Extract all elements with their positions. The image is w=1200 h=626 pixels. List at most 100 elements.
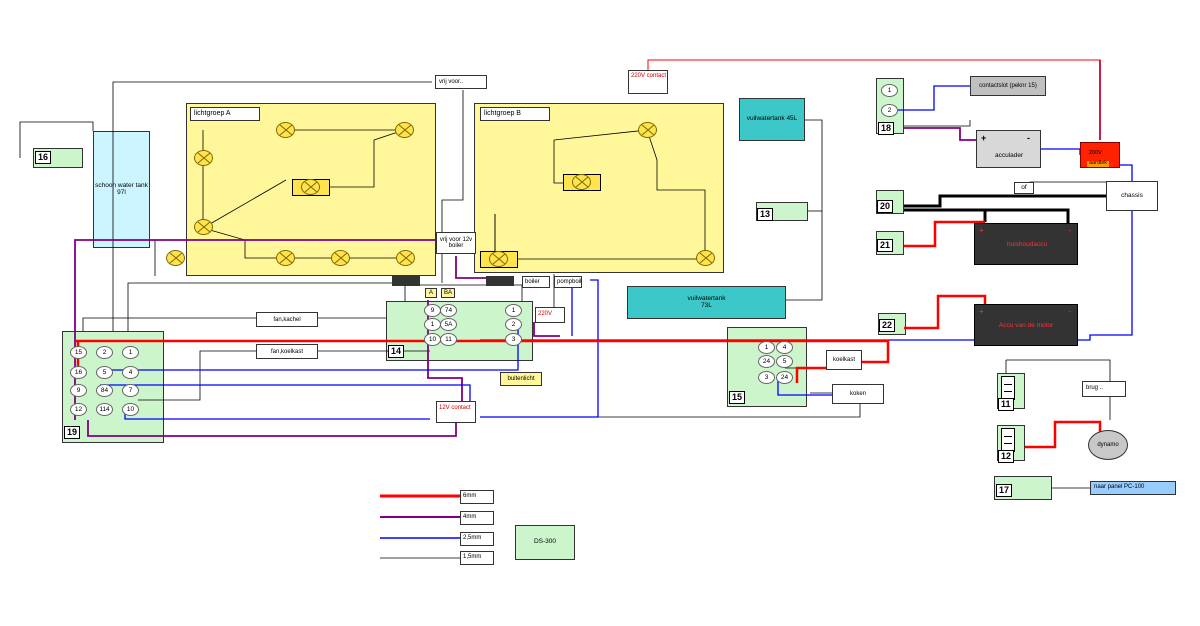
breaker-12-icon: [1001, 428, 1015, 452]
lamp-icon: [301, 179, 320, 195]
pin-14-d: 5A: [440, 318, 457, 331]
lamp-icon: [331, 250, 350, 266]
house-battery-plus: +: [979, 226, 984, 235]
pin-18-a: 1: [881, 84, 898, 97]
clean-water-tank: schoon water tank 97l: [93, 131, 150, 248]
fridge-label: koelkast: [826, 350, 862, 370]
wire: [480, 392, 861, 418]
pin-19-e: 5: [96, 366, 113, 379]
contact-220-top: 220V contact: [628, 70, 668, 94]
group-b-label: lichtgroep B: [480, 107, 550, 121]
group-a-label: lichtgroep A: [190, 107, 260, 121]
pin-15-b: 4: [776, 341, 793, 354]
free-front-label: vrij voor..: [435, 75, 487, 89]
pin-19-d: 16: [70, 366, 87, 379]
wire: [100, 384, 471, 405]
lamp-icon: [276, 250, 295, 266]
number-16: 16: [35, 151, 52, 164]
number-13: 13: [757, 208, 774, 221]
fuse-top-label: 200V: [1089, 150, 1102, 156]
pin-14-a: 9: [424, 304, 441, 317]
lamp-icon: [276, 122, 295, 138]
pin-19-h: 84: [96, 384, 113, 397]
wire: [82, 317, 256, 331]
wires-6mm: [76, 220, 1102, 449]
cooking-label: koken: [832, 384, 884, 404]
wire: [904, 220, 985, 248]
pin-19-f: 4: [122, 366, 139, 379]
contact-220-label: 220V: [535, 307, 565, 323]
contact-12v-label: 12V contact: [436, 401, 476, 423]
waste-tank-73-volume: 73L: [701, 301, 712, 309]
wire: [1040, 148, 1081, 155]
engine-battery-minus: -: [1068, 307, 1071, 316]
connector-a: [392, 276, 420, 286]
number-21: 21: [877, 239, 894, 252]
fan-fridge-label: fan,koelkast: [256, 344, 318, 359]
pin-14-f: 11: [440, 333, 457, 346]
wire: [1025, 181, 1111, 196]
number-18: 18: [878, 122, 895, 135]
house-battery-minus: -: [1068, 226, 1071, 235]
wire: [646, 129, 706, 259]
wire: [777, 378, 832, 396]
pin-19-l: 10: [122, 403, 139, 416]
wire: [74, 239, 436, 420]
lamp-icon: [638, 122, 657, 138]
pin-14b-b: 2: [505, 318, 522, 331]
wire: [904, 208, 1070, 226]
label-a: A: [425, 288, 437, 298]
wire: [112, 81, 432, 331]
engine-battery-label: Accu van de motor: [999, 322, 1054, 329]
pin-19-g: 9: [70, 384, 87, 397]
label-ba: BA: [441, 288, 455, 298]
number-11: 11: [998, 398, 1014, 411]
engine-battery-plus: +: [979, 307, 984, 316]
connector-b: [486, 276, 514, 286]
pin-14b-a: 1: [505, 304, 522, 317]
engine-battery: + - Accu van de motor: [974, 304, 1078, 346]
pin-15-e: 3: [758, 371, 775, 384]
fan-heater-label: fan,kachel: [256, 312, 318, 327]
lamp-icon: [489, 251, 508, 267]
pin-19-i: 7: [122, 384, 139, 397]
pin-14-b: 74: [440, 304, 457, 317]
wires-chassis: [904, 194, 1108, 226]
house-battery: + - huishoudaccu: [974, 223, 1078, 265]
number-22: 22: [879, 319, 896, 332]
wire: [904, 194, 1108, 208]
pin-15-d: 5: [776, 355, 793, 368]
charger-label: acculader: [995, 152, 1024, 159]
ignition-label: contactslot (peknr 15): [970, 76, 1046, 96]
number-14: 14: [388, 345, 405, 358]
wires-1-5mm: [19, 81, 1111, 489]
wire: [1025, 420, 1102, 449]
wire: [904, 120, 971, 127]
legend-1-5mm: 1,5mm: [460, 551, 494, 565]
of-label: of: [1014, 182, 1034, 194]
pin-19-c: 1: [122, 346, 139, 359]
pin-15-c: 24: [758, 355, 775, 368]
wire: [904, 127, 978, 141]
charger-minus: -: [1027, 133, 1030, 143]
lamp-icon: [572, 174, 591, 190]
wire: [330, 129, 405, 188]
pin-19-j: 12: [70, 403, 87, 416]
wire: [124, 409, 430, 420]
chassis-label: chassis: [1106, 181, 1158, 211]
free-front-boiler-label: vrij voor 12v boiler: [436, 232, 476, 254]
fuse-bottom-label: aardlek: [1087, 160, 1110, 167]
number-12: 12: [998, 450, 1015, 463]
pin-15-a: 1: [758, 341, 775, 354]
waste-tank-45: vuilwatertank 45L: [739, 98, 805, 141]
charger: + - acculader: [976, 130, 1041, 168]
panel-label: naar panel PC-100: [1090, 481, 1176, 495]
wire: [786, 119, 823, 301]
dynamo: dynamo: [1088, 430, 1128, 460]
wire: [202, 227, 406, 259]
wire: [441, 90, 464, 283]
number-17: 17: [996, 484, 1013, 497]
lamp-icon: [396, 250, 415, 266]
block-17: [994, 476, 1052, 500]
bridge-label: brug ..: [1082, 381, 1126, 397]
